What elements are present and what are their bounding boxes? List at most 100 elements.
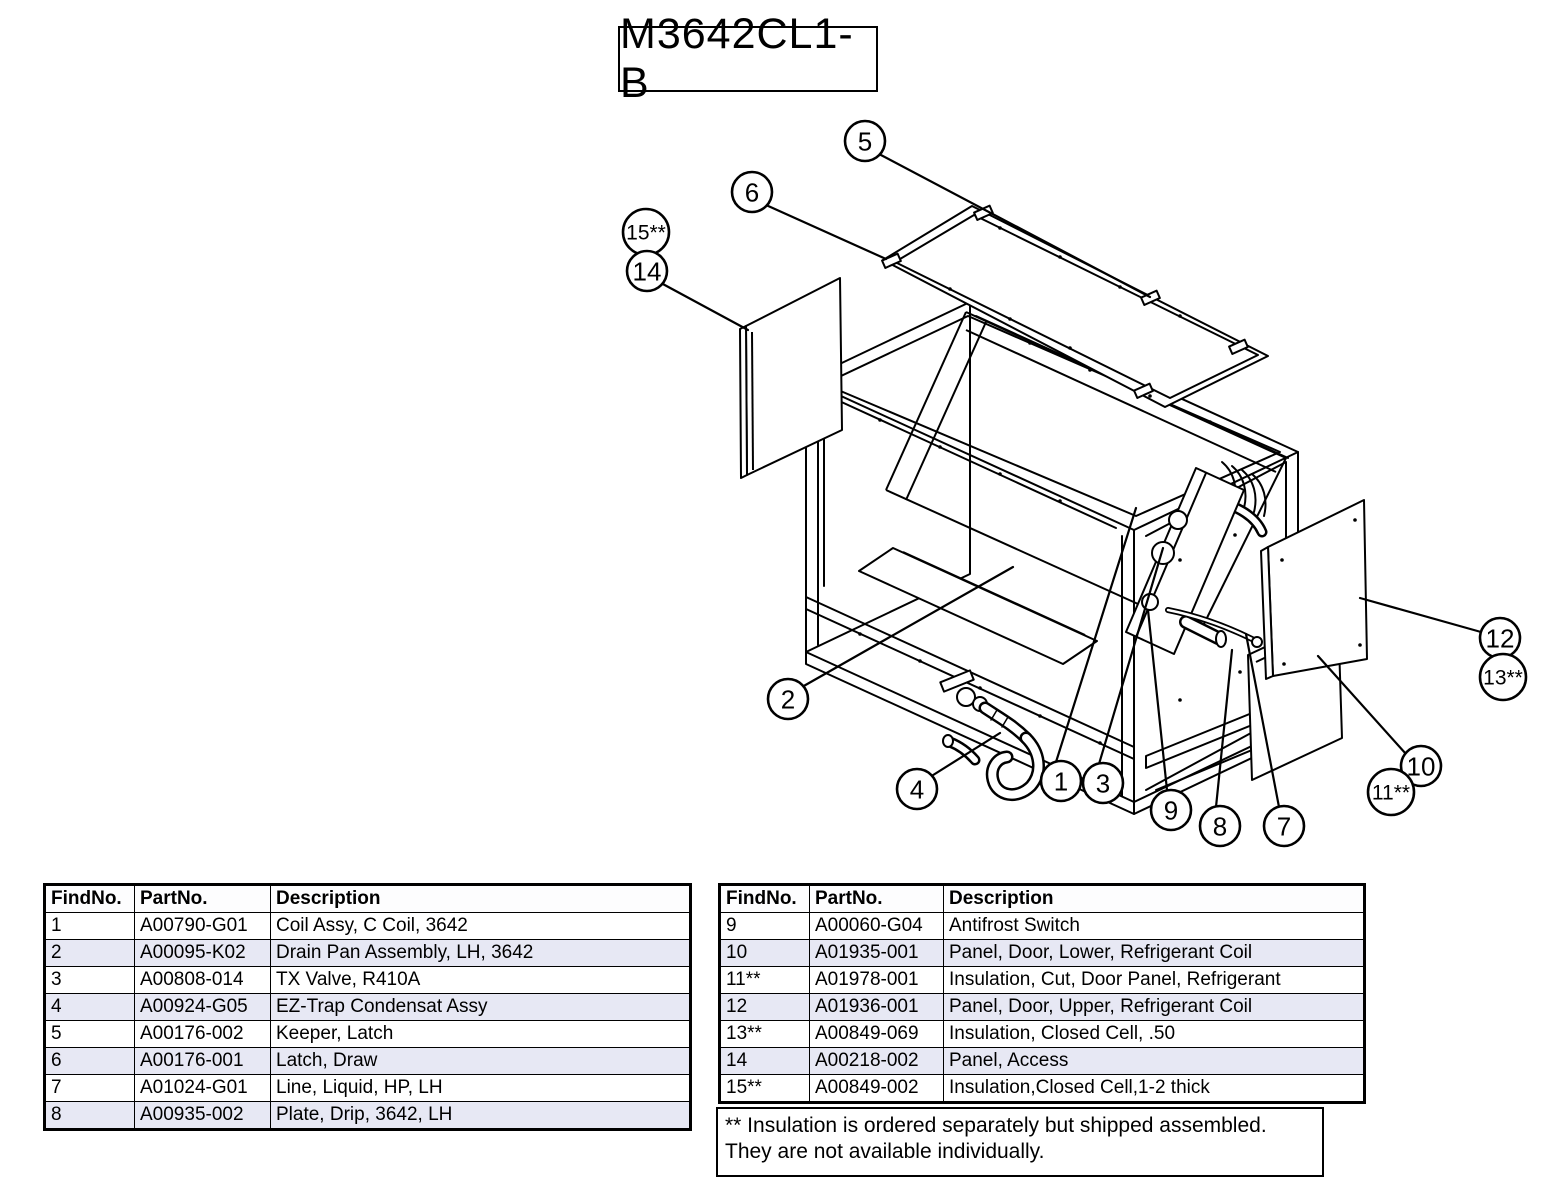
table-cell: Panel, Door, Upper, Refrigerant Coil: [943, 993, 1365, 1021]
table-cell: Keeper, Latch: [270, 1020, 691, 1048]
table-cell: 14: [719, 1047, 810, 1075]
table-cell: 15**: [719, 1074, 810, 1103]
leader-line-7: [1244, 632, 1281, 809]
callout-label-1: 1: [1054, 766, 1068, 796]
table-cell: Insulation,Closed Cell,1-2 thick: [943, 1074, 1365, 1103]
callout-leader-lines: [659, 152, 1483, 809]
callout-balloon-3: [1081, 761, 1125, 805]
callout-label-13: 13**: [1483, 667, 1523, 690]
table-cell: Line, Liquid, HP, LH: [270, 1074, 691, 1102]
table-cell: A00176-002: [134, 1020, 271, 1048]
callout-balloon-1: [1039, 759, 1083, 803]
latch-keeper-glyphs: [881, 204, 1249, 399]
table-cell: Panel, Door, Lower, Refrigerant Coil: [943, 939, 1365, 967]
leader-line-4: [928, 731, 1002, 779]
table-cell: 13**: [719, 1020, 810, 1048]
table-cell: 2: [44, 939, 135, 967]
table-cell: A00218-002: [809, 1047, 944, 1075]
table-cell: Drain Pan Assembly, LH, 3642: [270, 939, 691, 967]
leader-line-3: [1097, 546, 1165, 766]
table-cell: A01935-001: [809, 939, 944, 967]
footnote-line-2: They are not available individually.: [725, 1140, 1045, 1164]
callout-label-3: 3: [1096, 768, 1110, 798]
callout-balloon-9: [1149, 788, 1193, 832]
insulation-footnote: ** Insulation is ordered separately but …: [716, 1107, 1324, 1177]
column-header: Description: [270, 884, 691, 913]
callout-label-6: 6: [745, 177, 759, 207]
table-cell: A00924-G05: [134, 993, 271, 1021]
table-cell: A00808-014: [134, 966, 271, 994]
table-cell: Insulation, Closed Cell, .50: [943, 1020, 1365, 1048]
screw-dots: [858, 226, 1362, 745]
table-cell: A00095-K02: [134, 939, 271, 967]
table-cell: 10: [719, 939, 810, 967]
table-cell: A00060-G04: [809, 912, 944, 940]
callout-label-2: 2: [781, 684, 795, 714]
table-cell: A01978-001: [809, 966, 944, 994]
table-cell: 11**: [719, 966, 810, 994]
column-header: PartNo.: [134, 884, 271, 913]
column-header: FindNo.: [44, 884, 135, 913]
leader-line-12: [1358, 596, 1483, 634]
table-cell: EZ-Trap Condensat Assy: [270, 993, 691, 1021]
table-cell: A00935-002: [134, 1101, 271, 1130]
callout-balloon-4: [895, 767, 939, 811]
callout-balloon-14: [625, 249, 669, 293]
table-cell: 12: [719, 993, 810, 1021]
callout-label-4: 4: [910, 774, 924, 804]
drawing-title-text: M3642CL1-B: [620, 10, 854, 107]
leader-line-9: [1146, 608, 1169, 792]
callout-label-10: 10: [1407, 751, 1436, 781]
table-cell: A00176-001: [134, 1047, 271, 1075]
callout-balloon-6: [730, 170, 774, 214]
table-header-row: FindNo.PartNo.Description: [44, 884, 691, 913]
table-cell: Insulation, Cut, Door Panel, Refrigerant: [943, 966, 1365, 994]
ez-trap-assembly: [939, 669, 1045, 801]
leader-line-14: [659, 281, 750, 332]
table-cell: 1: [44, 912, 135, 940]
footnote-line-1: ** Insulation is ordered separately but …: [725, 1114, 1267, 1137]
callout-label-12: 12: [1486, 623, 1515, 653]
access-panel: [739, 277, 843, 479]
table-header-row: FindNo.PartNo.Description: [719, 884, 1365, 913]
leader-line-1: [1054, 506, 1138, 764]
table-cell: Coil Assy, C Coil, 3642: [270, 912, 691, 940]
callout-label-8: 8: [1213, 811, 1227, 841]
table-cell: A00849-069: [809, 1020, 944, 1048]
drain-pan: [858, 547, 1098, 665]
callout-label-7: 7: [1277, 811, 1291, 841]
callout-balloon-5: [843, 119, 887, 163]
callout-balloon-8: [1198, 804, 1242, 848]
table-cell: Panel, Access: [943, 1047, 1365, 1075]
table-cell: A01936-001: [809, 993, 944, 1021]
table-cell: 7: [44, 1074, 135, 1102]
table-cell: A00849-002: [809, 1074, 944, 1103]
table-cell: A01024-G01: [134, 1074, 271, 1102]
table-cell: Plate, Drip, 3642, LH: [270, 1101, 691, 1130]
table-cell: 3: [44, 966, 135, 994]
table-cell: A00790-G01: [134, 912, 271, 940]
callout-label-15: 15**: [626, 222, 666, 245]
callout-balloon-7: [1262, 804, 1306, 848]
callout-balloon-11: [1366, 767, 1416, 817]
table-cell: 5: [44, 1020, 135, 1048]
leader-line-6: [764, 203, 888, 261]
table-cell: Latch, Draw: [270, 1047, 691, 1075]
